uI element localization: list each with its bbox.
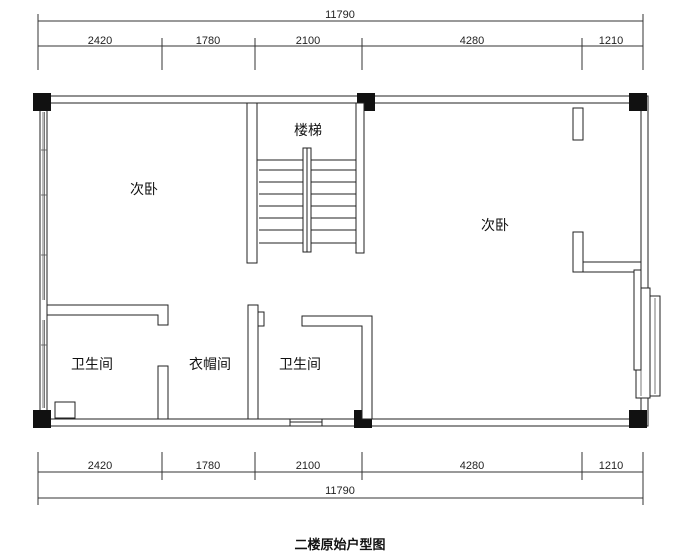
room-label-stairs: 楼梯 (294, 123, 322, 139)
dim-bottom-total: 11790 (325, 485, 355, 497)
structural-columns (33, 93, 647, 428)
exterior-walls (39, 95, 649, 427)
room-label-bedroom-right: 次卧 (481, 218, 509, 234)
room-label-cloakroom: 衣帽间 (189, 357, 231, 373)
dim-bottom-segment-3: 2100 (296, 460, 320, 472)
dim-top-segment-3: 2100 (296, 35, 320, 47)
dim-top-segment-4: 4280 (460, 35, 484, 47)
staircase (257, 147, 356, 253)
dim-top-segment-1: 2420 (88, 35, 112, 47)
dim-bottom-segment-5: 1210 (599, 460, 623, 472)
dim-bottom-segment-2: 1780 (196, 460, 220, 472)
dim-bottom-segment-4: 4280 (460, 460, 484, 472)
left-window (41, 112, 47, 408)
interior-walls (46, 102, 642, 420)
top-dimension-lines (37, 14, 644, 70)
bottom-dimension-lines (37, 452, 644, 505)
plan-caption: 二楼原始户型图 (294, 538, 386, 553)
room-label-bathroom-left: 卫生间 (71, 357, 113, 373)
toilet-fixture (54, 401, 76, 419)
door-threshold (289, 418, 323, 427)
dim-top-segment-2: 1780 (196, 35, 220, 47)
room-label-bedroom-left: 次卧 (130, 182, 158, 198)
dim-bottom-segment-1: 2420 (88, 460, 112, 472)
dim-top-total: 11790 (325, 9, 355, 21)
dim-top-segment-5: 1210 (599, 35, 623, 47)
room-label-bathroom-middle: 卫生间 (279, 357, 321, 373)
